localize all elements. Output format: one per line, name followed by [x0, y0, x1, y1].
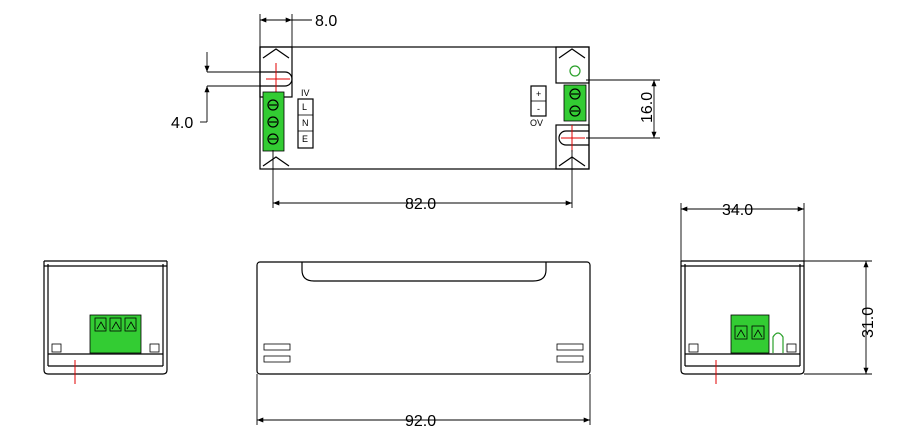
- front-view-body: [256, 261, 591, 375]
- mounting-slot-left: [260, 71, 293, 87]
- label-ov: OV: [530, 118, 543, 128]
- label-l: L: [302, 102, 307, 112]
- dim-8: 8.0: [315, 13, 337, 30]
- dim-4: 4.0: [171, 115, 193, 132]
- label-iv: IV: [301, 88, 310, 98]
- label-e: E: [302, 134, 308, 144]
- label-plus: +: [536, 89, 541, 99]
- top-view-body: [259, 46, 590, 170]
- right-end-view: 34.0 31.0: [680, 202, 877, 384]
- front-view: 92.0: [256, 261, 591, 430]
- label-minus: -: [537, 104, 540, 114]
- mounting-slot-right: [558, 130, 589, 146]
- dim-34: 34.0: [722, 202, 753, 219]
- led-indicator: [569, 65, 581, 77]
- output-terminal-end: [730, 314, 770, 354]
- dim-31: 31.0: [860, 307, 877, 338]
- dim-82: 82.0: [405, 196, 436, 213]
- input-terminal-end: [89, 314, 142, 354]
- top-view: IV L N E + - OV 8.0 4.0 16.0: [171, 13, 660, 213]
- left-end-view: [43, 260, 168, 384]
- dim-92: 92.0: [405, 413, 436, 430]
- label-n: N: [302, 118, 309, 128]
- led-end: [772, 332, 784, 353]
- dim-16: 16.0: [639, 92, 656, 123]
